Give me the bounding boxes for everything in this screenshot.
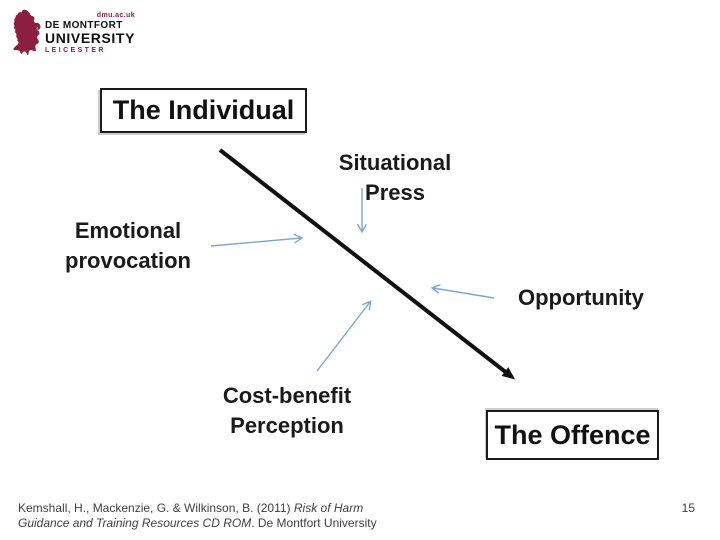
- emotional-provocation-label: Emotional provocation: [65, 218, 191, 273]
- dmu-name-line3: LEICESTER: [45, 47, 106, 54]
- opportunity-label: Opportunity: [518, 285, 644, 310]
- emotional-provocation-arrow: [210, 238, 301, 247]
- citation-title-part2: Guidance and Training Resources CD ROM: [18, 515, 252, 530]
- dmu-url: dmu.ac.uk: [96, 12, 136, 19]
- offence-box: The Offence: [486, 410, 659, 460]
- dmu-name-line2: UNIVERSITY: [45, 30, 136, 46]
- citation-publisher: . De Montfort University: [251, 515, 377, 530]
- individual-box: The Individual: [100, 88, 307, 133]
- citation-title-part1: Risk of Harm: [293, 501, 364, 515]
- citation-line-1: Kemshall, H., Mackenzie, G. & Wilkinson,…: [18, 501, 478, 516]
- dmu-lion-icon: [13, 9, 41, 55]
- dmu-logo: dmu.ac.uk DE MONTFORT UNIVERSITY LEICEST…: [10, 8, 135, 56]
- citation: Kemshall, H., Mackenzie, G. & Wilkinson,…: [18, 501, 478, 530]
- citation-authors: Kemshall, H., Mackenzie, G. & Wilkinson,…: [18, 501, 294, 515]
- opportunity-arrow: [433, 288, 495, 299]
- situational-press-label: Situational Press: [338, 150, 452, 205]
- dmu-name-line1: DE MONTFORT: [45, 20, 123, 31]
- page-number: 15: [681, 501, 695, 515]
- cost-benefit-arrow: [316, 302, 370, 372]
- citation-line-2: Guidance and Training Resources CD ROM. …: [18, 516, 478, 531]
- cost-benefit-perception-label: Cost-benefit Perception: [222, 383, 352, 438]
- dmu-logo-text: dmu.ac.uk DE MONTFORT UNIVERSITY LEICEST…: [45, 8, 135, 55]
